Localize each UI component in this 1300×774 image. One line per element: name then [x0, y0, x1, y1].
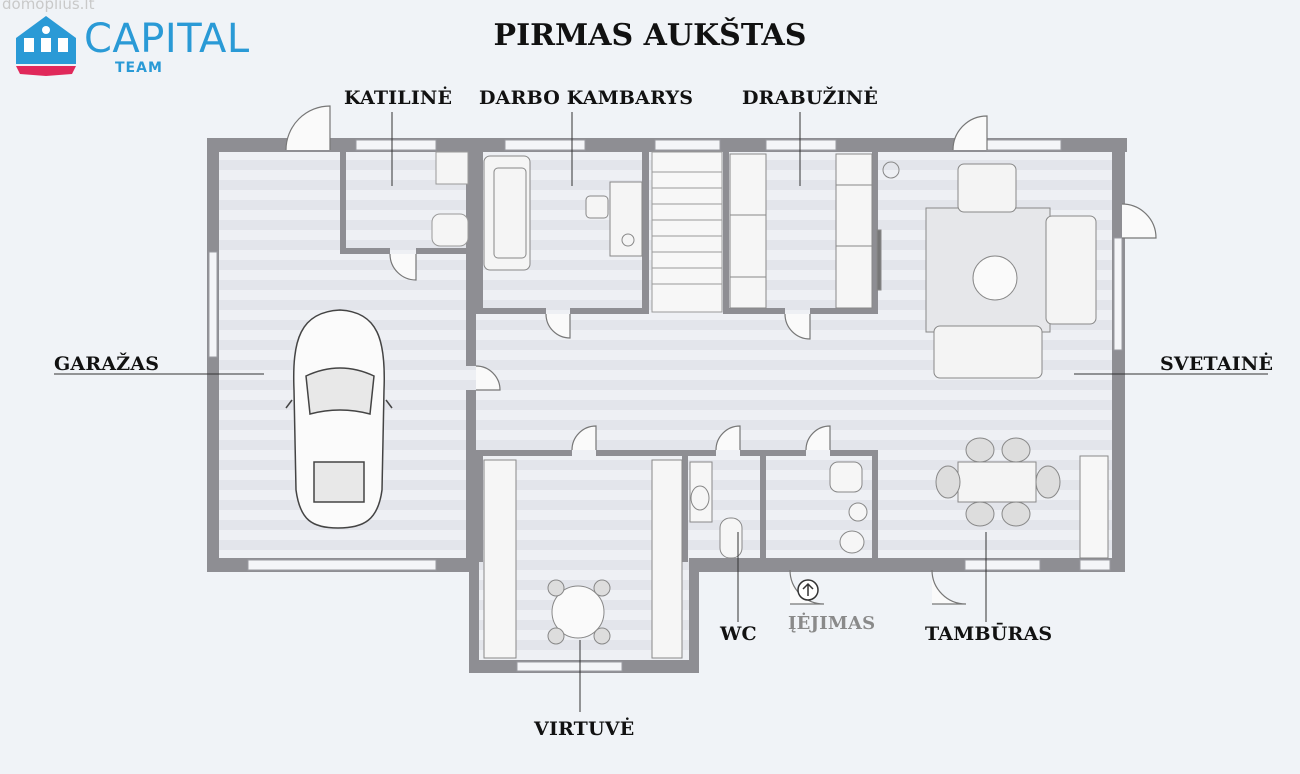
- watermark: domoplius.lt: [2, 0, 95, 13]
- company-logo: CAPITAL TEAM: [14, 12, 284, 78]
- room-label-svetaine: SVETAINĖ: [1160, 353, 1274, 375]
- boiler-room-fixtures: [431, 151, 469, 247]
- wardrobe-shelves: [729, 153, 882, 309]
- living-room-furniture: [882, 161, 1097, 379]
- staircase: [651, 151, 723, 313]
- label-leader-lines: [54, 112, 1268, 712]
- room-label-virtuve: VIRTUVĖ: [534, 718, 635, 740]
- office-furniture: [483, 155, 643, 271]
- interior-walls: [340, 150, 878, 562]
- room-label-wc: WC: [720, 623, 757, 645]
- page-title: PIRMAS AUKŠTAS: [493, 18, 807, 53]
- wc-fixtures: [689, 461, 743, 559]
- dining-set: [935, 437, 1109, 559]
- doors: [285, 105, 1157, 605]
- room-label-iejimas: ĮĖJIMAS: [788, 613, 876, 634]
- logo-text: CAPITAL: [84, 16, 250, 62]
- hall-seating: [829, 461, 868, 554]
- logo-subtext: TEAM: [115, 60, 163, 76]
- entrance-arrow-icon: [797, 579, 819, 601]
- room-label-darbo-kambarys: DARBO KAMBARYS: [479, 87, 694, 109]
- room-label-drabuzine: DRABUŽINĖ: [742, 87, 879, 109]
- windows: [208, 139, 1123, 672]
- car: [285, 309, 393, 529]
- room-label-katiline: KATILINĖ: [344, 87, 453, 109]
- kitchen-fixtures: [483, 459, 683, 659]
- house-logo-icon: [16, 16, 76, 76]
- room-label-garazas: GARAŽAS: [54, 353, 160, 375]
- room-label-tamburas: TAMBŪRAS: [925, 623, 1053, 645]
